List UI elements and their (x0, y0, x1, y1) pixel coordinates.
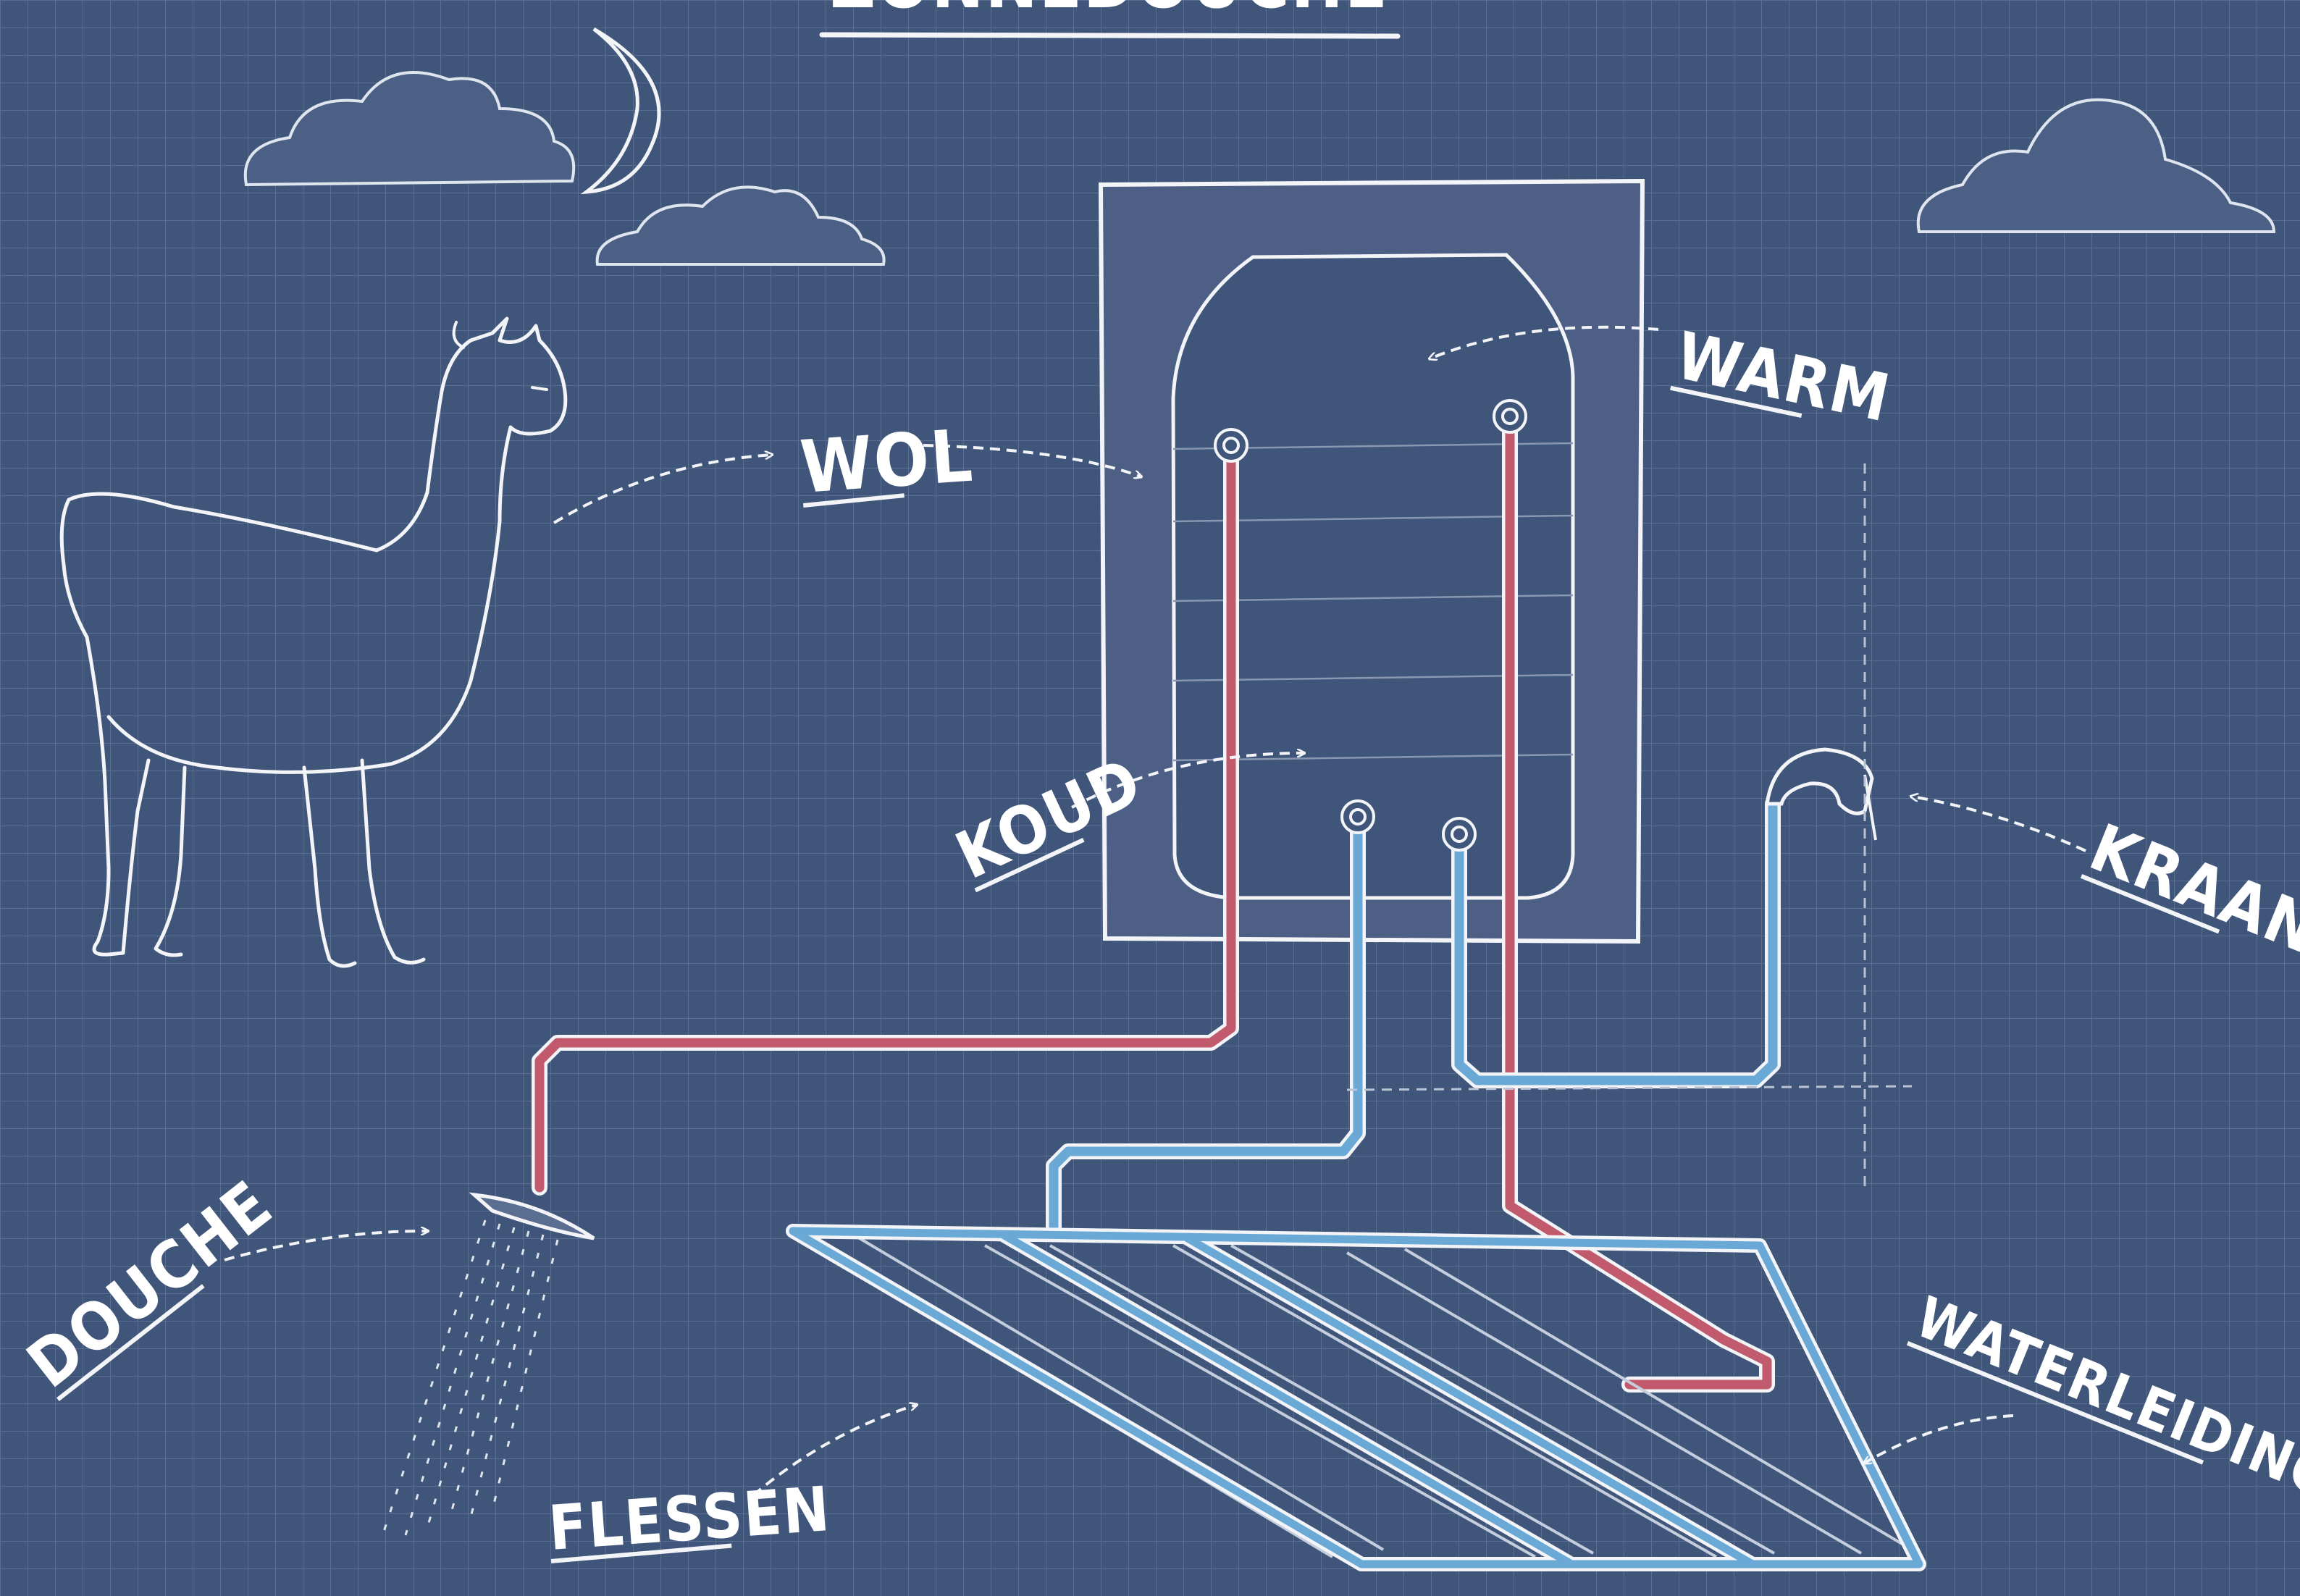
page-title: ZONNEDOUCHE (830, 0, 1389, 24)
label-wol: WOL (798, 413, 977, 510)
title-underline (822, 35, 1398, 36)
